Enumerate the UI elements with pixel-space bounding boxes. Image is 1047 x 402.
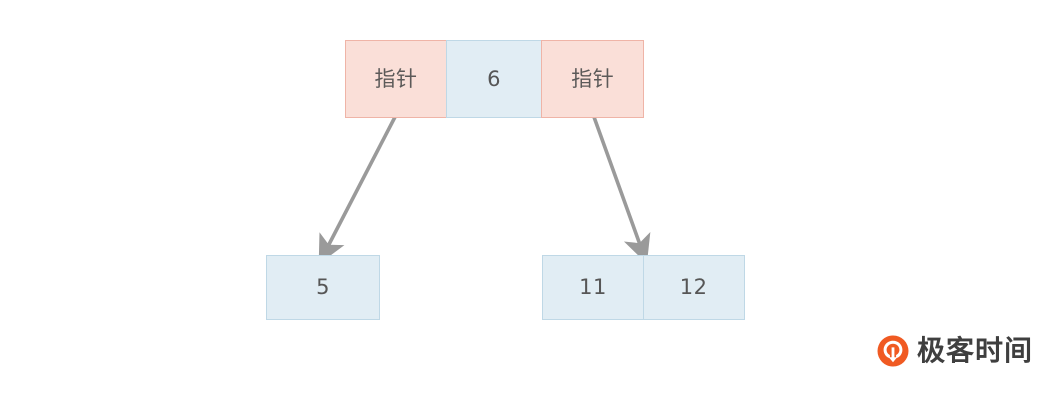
right-child-key-cell-2: 12 [642, 255, 745, 320]
root-node: 指针 6 指针 [345, 40, 645, 118]
root-pointer-left-label: 指针 [374, 66, 418, 91]
edge-root-to-right-child [592, 116, 651, 264]
geektime-logo-icon [877, 335, 909, 367]
root-pointer-right-cell: 指针 [541, 40, 645, 118]
root-pointer-right-label: 指针 [571, 66, 615, 91]
right-child-key-cell-1: 11 [542, 255, 644, 320]
left-child-key-label-1: 5 [316, 275, 330, 299]
right-child-key-label-1: 11 [579, 275, 607, 299]
root-pointer-left-cell: 指针 [345, 40, 447, 118]
right-child-key-label-2: 12 [679, 275, 708, 299]
edge-root-to-left-child [318, 116, 397, 265]
watermark-text: 极客时间 [917, 334, 1034, 367]
left-child-node: 5 [266, 255, 380, 320]
left-child-key-cell-1: 5 [266, 255, 380, 320]
watermark: 极客时间 [876, 334, 1033, 368]
root-key-cell: 6 [445, 40, 543, 118]
root-key-label: 6 [487, 66, 502, 91]
right-child-node: 11 12 [542, 255, 745, 320]
